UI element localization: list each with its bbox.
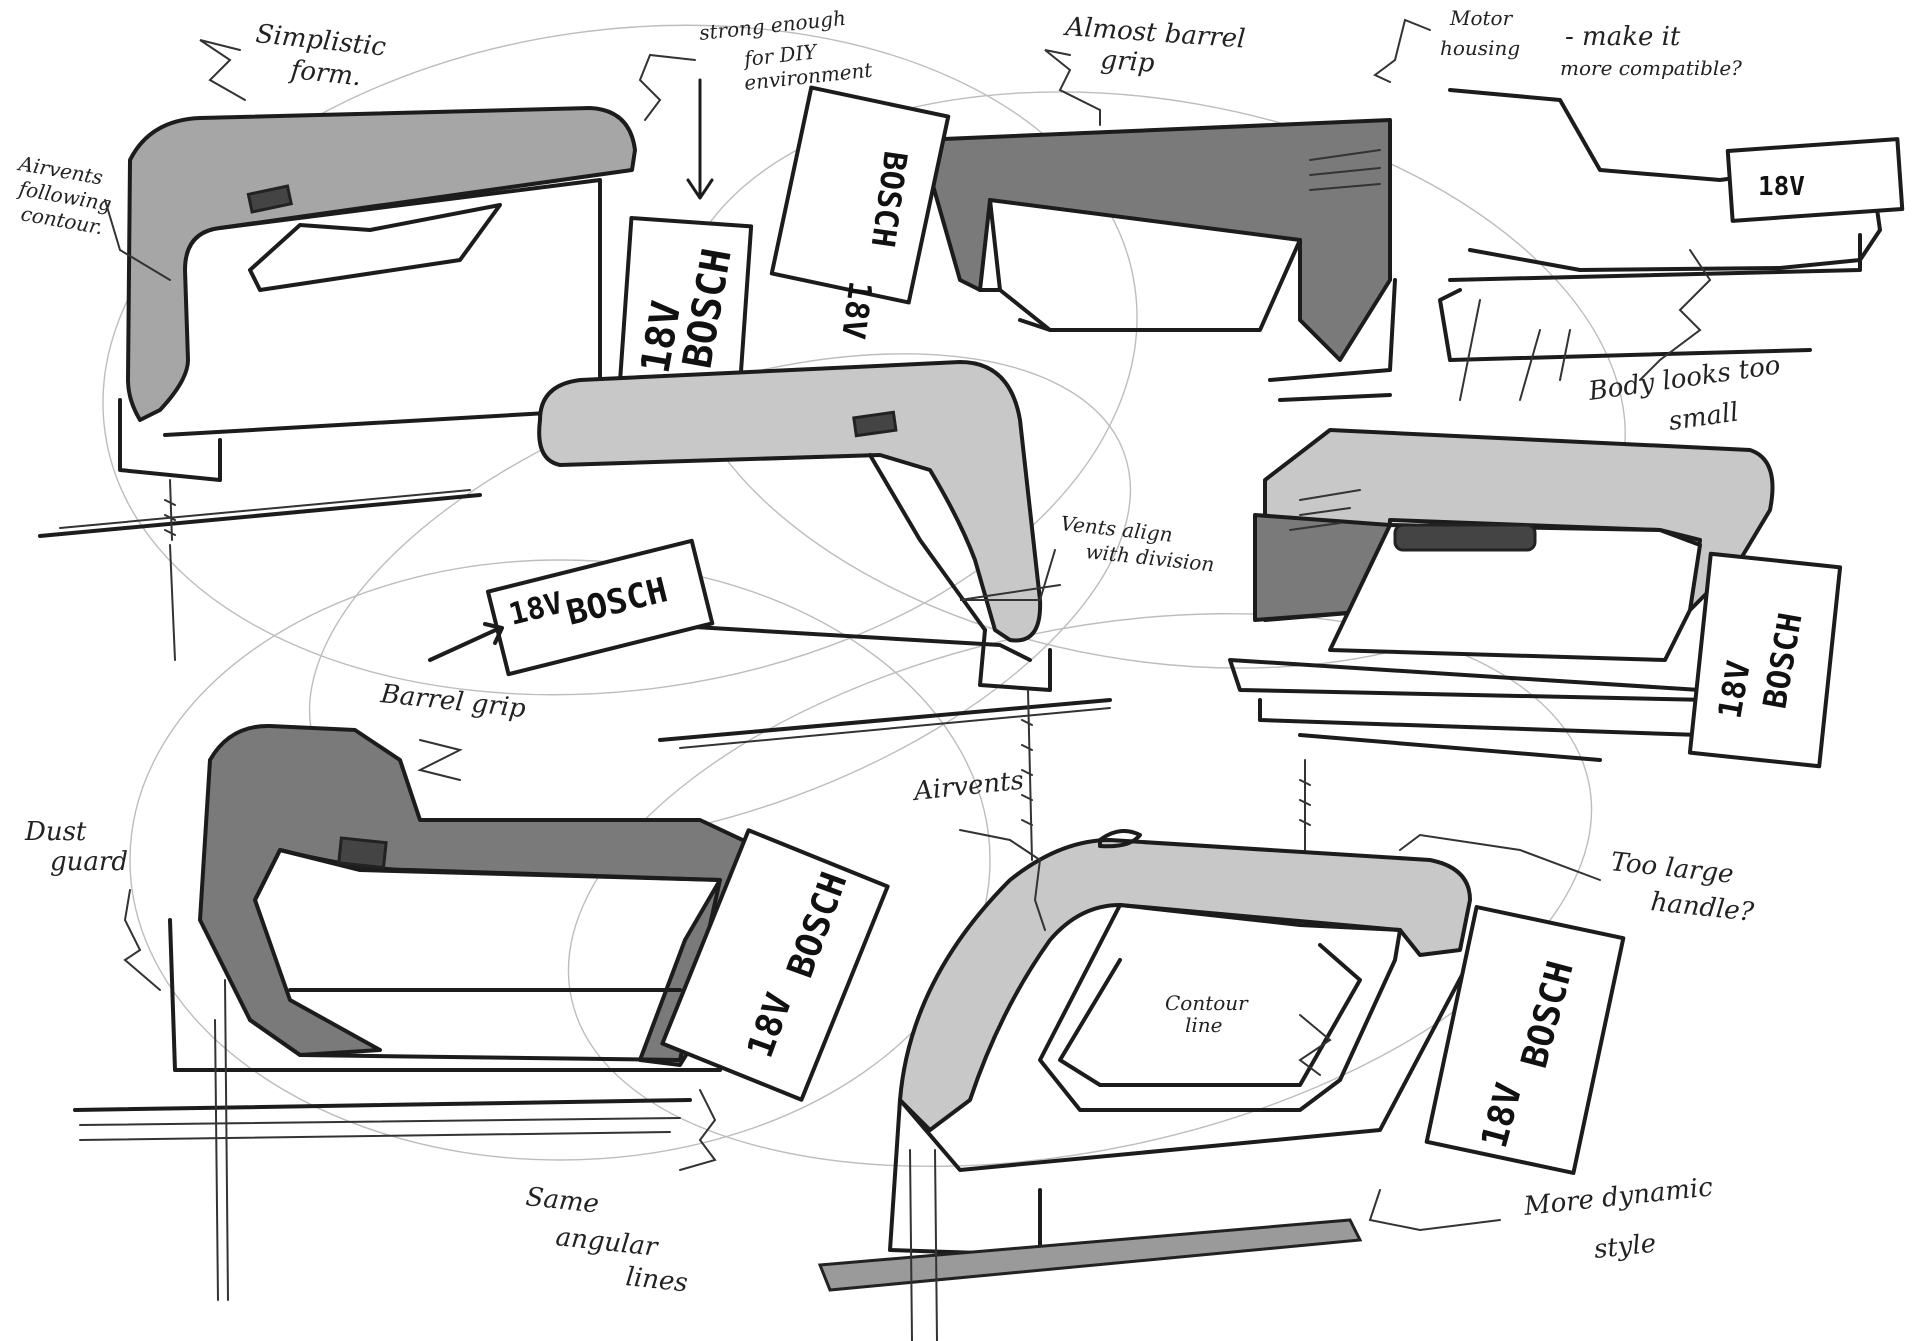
note-too-large: Too large	[1609, 847, 1735, 890]
note-handle: handle?	[1649, 887, 1756, 928]
note-body-small: Body looks too	[1586, 350, 1782, 407]
battery-pack-1: 18V BOSCH	[616, 216, 754, 408]
battery-voltage-label: 18V	[1758, 172, 1805, 202]
note-body-small-2: small	[1667, 397, 1741, 436]
note-make-compatible: - make it	[1565, 22, 1681, 52]
note-vents-align-2: with division	[1084, 539, 1215, 576]
sketch-jigsaw-7: 18V BOSCH	[817, 829, 1626, 1341]
sketch-jigsaw-6: 18V BOSCH	[73, 723, 890, 1301]
battery-pack-2: 18V BOSCH	[428, 538, 715, 677]
battery-voltage-label: 18V	[834, 279, 880, 342]
note-same: Same	[524, 1182, 600, 1220]
note-angular: angular	[554, 1222, 660, 1263]
note-dust: Dust	[24, 817, 87, 847]
note-airvents: Airvents	[911, 766, 1026, 808]
sketch-jigsaw-4: 18V	[1438, 88, 1905, 401]
note-housing: housing	[1440, 36, 1520, 60]
note-almost-barrel-2: grip	[1100, 45, 1156, 79]
note-contour: Contour	[1165, 991, 1249, 1015]
note-line: line	[1185, 1013, 1223, 1037]
note-barrel-grip: Barrel grip	[378, 679, 527, 724]
sketch-jigsaw-1	[38, 106, 637, 661]
note-simplistic-form: Simplistic	[254, 19, 388, 63]
note-guard: guard	[50, 847, 128, 877]
note-strong-enough: strong enough	[698, 6, 847, 45]
note-make-compatible-2: more compatible?	[1560, 56, 1742, 80]
note-more-dynamic: More dynamic	[1522, 1172, 1715, 1222]
note-style: style	[1593, 1229, 1658, 1265]
sketch-jigsaw-5: 18V BOSCH	[1228, 428, 1843, 851]
sketch-jigsaw-3: 18V BOSCH	[769, 85, 1397, 402]
note-motor: Motor	[1449, 6, 1514, 30]
note-lines: lines	[624, 1262, 689, 1298]
note-simplistic-form-2: form.	[287, 55, 362, 92]
